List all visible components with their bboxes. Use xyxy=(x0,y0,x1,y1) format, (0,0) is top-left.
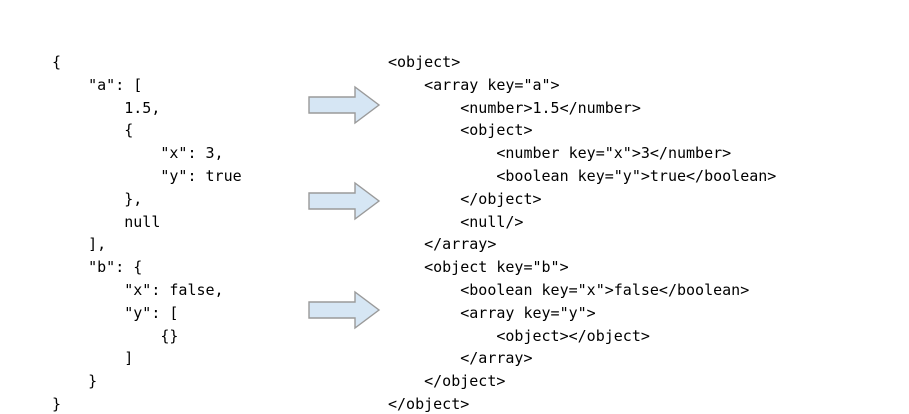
json-line: 1.5, xyxy=(52,98,161,117)
conversion-arrow-2 xyxy=(308,181,381,221)
xml-line: </array> xyxy=(388,235,497,254)
json-line: "y": [ xyxy=(52,303,179,322)
json-line: "a": [ xyxy=(52,75,143,94)
conversion-arrow-3 xyxy=(308,290,381,330)
json-line: }, xyxy=(52,189,143,208)
json-line: "x": false, xyxy=(52,280,224,299)
xml-line: <array key="y"> xyxy=(388,303,596,322)
xml-result-code: <object> <array key="a"> <number>1.5</nu… xyxy=(388,51,776,414)
json-line: } xyxy=(52,394,62,413)
right-arrow-icon xyxy=(308,181,381,221)
right-arrow-icon xyxy=(308,290,381,330)
xml-line: <boolean key="x">false</boolean> xyxy=(388,280,750,299)
xml-line: <boolean key="y">true</boolean> xyxy=(388,166,777,185)
json-line: { xyxy=(52,121,134,140)
xml-line: </object> xyxy=(388,372,506,391)
xml-line: <object> xyxy=(388,53,461,71)
json-source-code: { "a": [ 1.5, { "x": 3, "y": true }, nul… xyxy=(52,51,242,414)
xml-line: </array> xyxy=(388,349,533,368)
xml-line: <number>1.5</number> xyxy=(388,98,641,117)
json-line: ], xyxy=(52,235,107,254)
xml-line: <null/> xyxy=(388,212,524,231)
json-line: { xyxy=(52,53,62,71)
xml-line: <array key="a"> xyxy=(388,75,560,94)
json-line: "y": true xyxy=(52,166,242,185)
conversion-arrow-1 xyxy=(308,85,381,125)
xml-line: </object> xyxy=(388,394,470,413)
json-line: null xyxy=(52,212,161,231)
json-line: ] xyxy=(52,349,134,368)
right-arrow-icon xyxy=(308,85,381,125)
json-line: "b": { xyxy=(52,258,143,277)
xml-line: <number key="x">3</number> xyxy=(388,144,732,163)
xml-line: </object> xyxy=(388,189,542,208)
json-line: {} xyxy=(52,326,179,345)
xml-line: <object key="b"> xyxy=(388,258,569,277)
json-line: "x": 3, xyxy=(52,144,224,163)
xml-line: <object></object> xyxy=(388,326,650,345)
json-line: } xyxy=(52,372,98,391)
xml-line: <object> xyxy=(388,121,533,140)
